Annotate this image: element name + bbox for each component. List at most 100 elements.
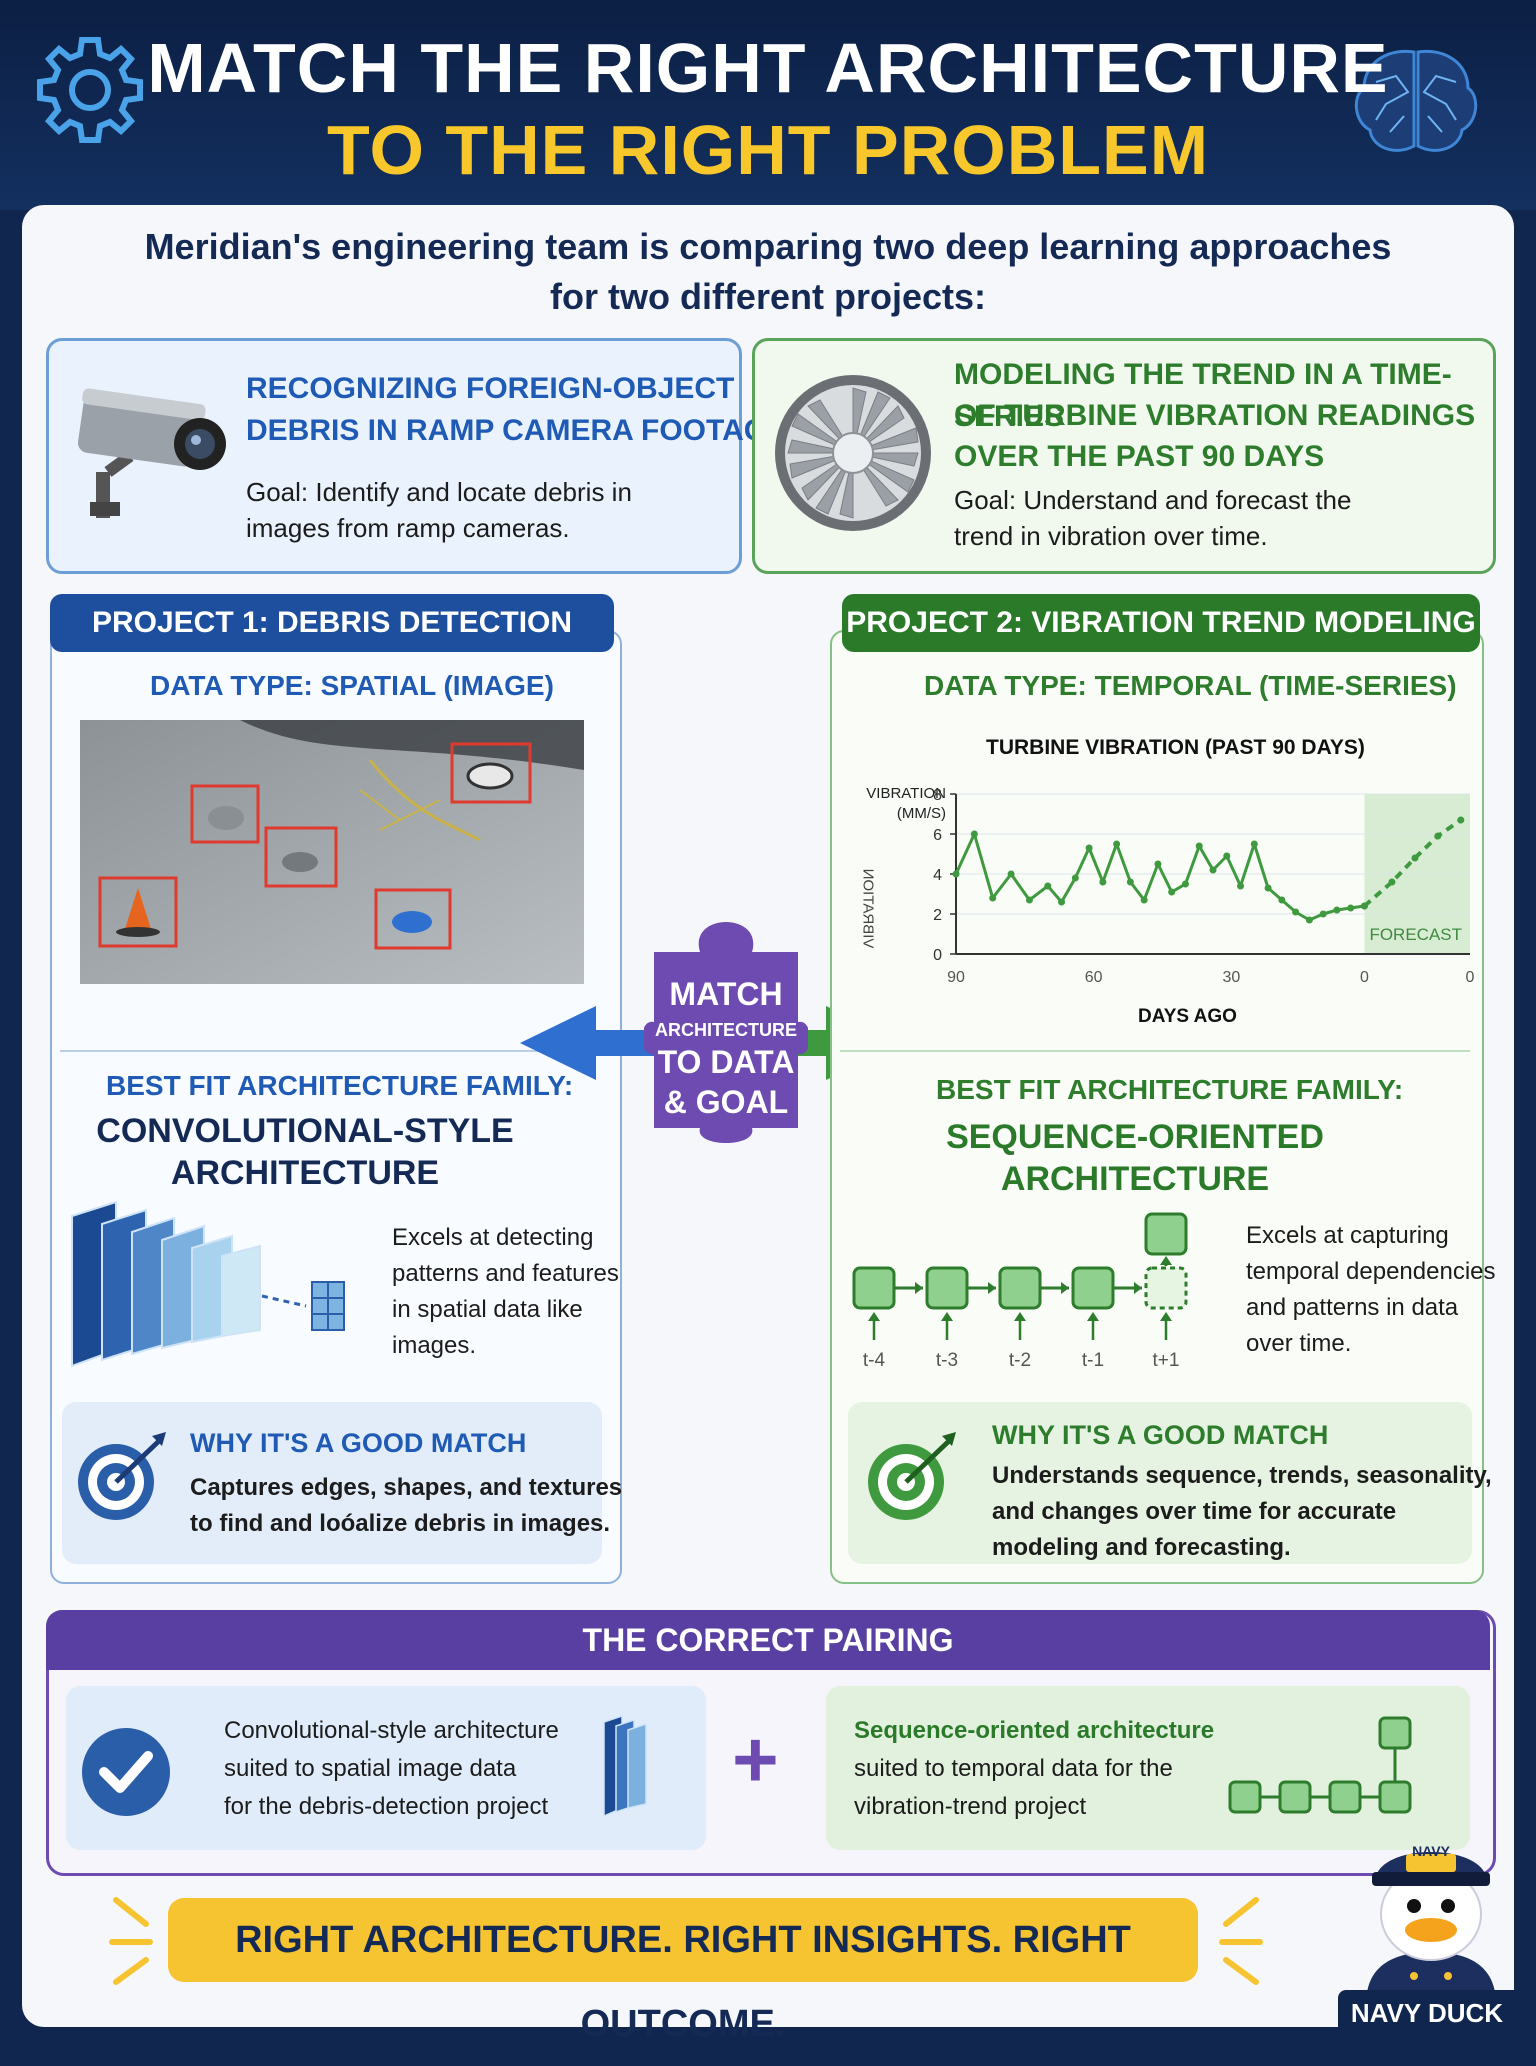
title-line-2: TO THE RIGHT PROBLEM [326, 111, 1210, 189]
vibration-point [1195, 842, 1203, 850]
project1-arch-line1: CONVOLUTIONAL-STYLE [96, 1112, 514, 1150]
y-tick-label: 2 [933, 907, 942, 924]
vibration-point [1085, 844, 1093, 852]
vibration-point [1181, 880, 1189, 888]
vibration-point [952, 870, 960, 878]
project2-divider [840, 1050, 1470, 1052]
sequence-step-box [925, 1266, 969, 1310]
sequence-step-box [1144, 1266, 1188, 1310]
match-line4: & GOAL [663, 1084, 789, 1120]
x-tick-label: 0 [1360, 969, 1369, 986]
project1-divider [60, 1050, 608, 1052]
project2-excels-3: and patterns in data [1246, 1294, 1459, 1321]
project2-best-fit: BEST FIT ARCHITECTURE FAMILY: [936, 1074, 1404, 1105]
cnn-layers-icon [71, 1200, 345, 1368]
pairing-header: THE CORRECT PAIRING [46, 1610, 1490, 1670]
header [0, 0, 1536, 210]
scenario-title-vibration-3: OVER THE PAST 90 DAYS [954, 440, 1325, 473]
forecast-point [1411, 854, 1419, 862]
vibration-point [1319, 910, 1327, 918]
project2-why-line2: and changes over time for accurate [992, 1498, 1397, 1525]
mini-cnn-icon [603, 1714, 647, 1818]
project2-excels-2: temporal dependencies [1246, 1258, 1496, 1285]
project1-why-line2: to find and loóalize debris in images. [190, 1510, 611, 1537]
pairing-plus: + [732, 1715, 779, 1804]
pairing-left-box [66, 1686, 706, 1850]
sequence-input-arrowhead [1014, 1312, 1026, 1321]
pairing-left-line1: Convolutional-style architecture [224, 1717, 559, 1744]
project1-why-title: WHY IT'S A GOOD MATCH [190, 1428, 527, 1458]
match-line1: MATCH [669, 976, 783, 1012]
project2-why-line3: modeling and forecasting. [992, 1534, 1291, 1561]
vibration-point [1140, 896, 1148, 904]
scenario-title-vibration-2: OF TURBINE VIBRATION READINGS [954, 399, 1476, 432]
vibration-point [1264, 884, 1272, 892]
vibration-point [1250, 840, 1258, 848]
scenario-title-debris-1: RECOGNIZING FOREIGN-OBJECT [246, 372, 735, 405]
mascot-cap-text: NAVY [1412, 1843, 1450, 1859]
ramp-camera-image [80, 720, 584, 984]
scenario-goal-debris-2: images from ramp cameras. [246, 513, 570, 543]
project2-excels-1: Excels at capturing [1246, 1222, 1449, 1249]
vibration-point [989, 894, 997, 902]
project2-why-title: WHY IT'S A GOOD MATCH [992, 1420, 1329, 1450]
debris-box-cone [98, 876, 178, 948]
vibration-point [1154, 860, 1162, 868]
scenario-title-debris-2: DEBRIS IN RAMP CAMERA FOOTAGE [246, 414, 788, 447]
pairing-right-box [826, 1686, 1470, 1850]
pairing-right-line2: suited to temporal data for the [854, 1755, 1173, 1782]
sequence-arrowhead [988, 1282, 996, 1294]
check-icon [82, 1728, 170, 1816]
sequence-arrowhead [915, 1282, 923, 1294]
target-icon-green [868, 1432, 956, 1520]
sequence-label: t-4 [863, 1350, 886, 1371]
scenario-goal-vibration-2: trend in vibration over time. [954, 521, 1268, 551]
sequence-input-arrowhead [1160, 1312, 1172, 1321]
x-tick-label: 60 [1085, 969, 1103, 986]
chart-title: TURBINE VIBRATION (PAST 90 DAYS) [986, 736, 1365, 759]
puzzle-piece-icon [644, 922, 808, 1143]
sequence-arrowhead [1134, 1282, 1142, 1294]
sequence-output-box [1144, 1212, 1188, 1256]
chart-ylabel-rotated: VIBRATION [859, 868, 877, 949]
camera-icon [77, 388, 226, 518]
project1-header: PROJECT 1: DEBRIS DETECTION [50, 594, 614, 652]
project1-arch-line2: ARCHITECTURE [170, 1154, 440, 1192]
project1-excels-3: in spatial data like [392, 1296, 583, 1323]
title-line-1: MATCH THE RIGHT ARCHITECTURE [147, 29, 1389, 107]
brain-icon [1354, 49, 1478, 152]
scenario-goal-debris-1: Goal: Identify and locate debris in [246, 477, 632, 507]
pairing-left-line2: suited to spatial image data [224, 1755, 517, 1782]
x-tick-label: 0 [1466, 969, 1475, 986]
mascot-label: NAVY DUCK [1338, 1990, 1516, 2036]
project1-best-fit: BEST FIT ARCHITECTURE FAMILY: [106, 1070, 574, 1101]
chart-ylabel: VIBRATION (MM/S) [866, 785, 946, 822]
vibration-point [1126, 878, 1134, 886]
gear-icon [37, 37, 143, 143]
debris-box-blue [374, 888, 452, 950]
project2-why-line1: Understands sequence, trends, seasonalit… [992, 1462, 1492, 1489]
sequence-input-arrowhead [868, 1312, 880, 1321]
vibration-point [1044, 882, 1052, 890]
project1-excels-2: patterns and features [392, 1260, 619, 1287]
vibration-point [1007, 870, 1015, 878]
vibration-point [1292, 908, 1300, 916]
y-tick-label: 8 [933, 787, 942, 804]
sequence-label: t+1 [1153, 1350, 1180, 1371]
vibration-point [1099, 878, 1107, 886]
vibration-point [1333, 906, 1341, 914]
y-tick-label: 6 [933, 827, 942, 844]
project2-why-box [848, 1402, 1472, 1564]
project2-excels-4: over time. [1246, 1330, 1352, 1357]
vibration-point [1305, 916, 1313, 924]
vibration-point [1113, 840, 1121, 848]
match-arrows [520, 1006, 902, 1080]
pairing-right-line3: vibration-trend project [854, 1793, 1087, 1820]
forecast-point [1457, 816, 1465, 824]
vibration-point [1237, 882, 1245, 890]
scenario-title-vibration-1: MODELING THE TREND IN A TIME-SERIES [954, 358, 1452, 433]
vibration-point [1223, 852, 1231, 860]
vibration-point [1209, 866, 1217, 874]
sequence-step-box [1071, 1266, 1115, 1310]
